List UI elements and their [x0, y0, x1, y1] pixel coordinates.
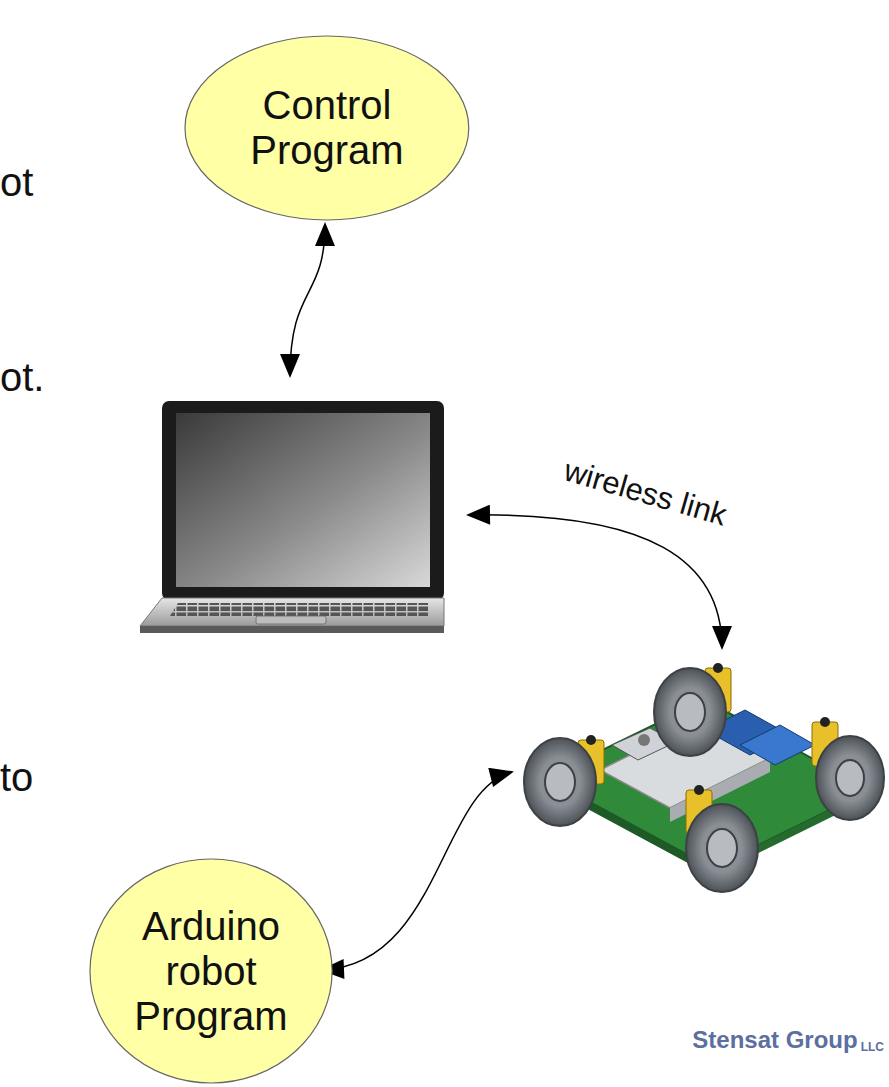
node-label: Control Program	[227, 83, 427, 173]
program-ellipse: Control Program	[184, 35, 470, 221]
logo-text: Stensat Group	[692, 1026, 857, 1054]
program-ellipse: Arduino robot Program	[89, 858, 333, 1084]
node-label: Arduino robot Program	[126, 904, 296, 1039]
laptop-illustration	[140, 401, 444, 633]
robot-illustration	[524, 663, 884, 892]
logo-text: LLC	[861, 1040, 884, 1054]
cut-off-text: ot	[0, 160, 33, 205]
link-arrow	[322, 772, 512, 970]
link-arrow	[290, 224, 325, 376]
link-arrow	[468, 515, 722, 648]
cut-off-text: ot.	[0, 355, 44, 400]
cut-off-text: to	[0, 755, 33, 800]
link-label: wireless link	[560, 453, 731, 534]
